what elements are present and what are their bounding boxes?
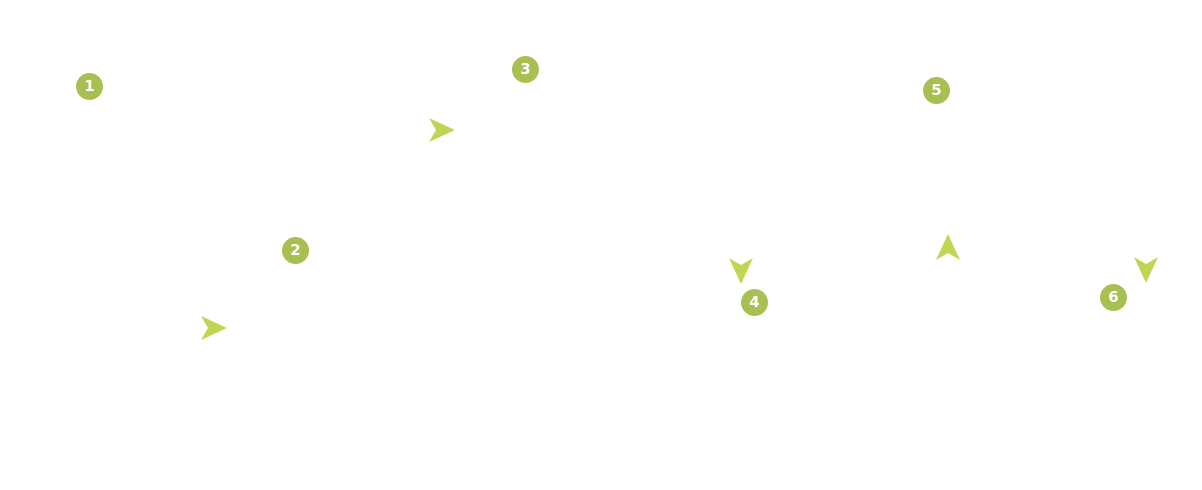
step-marker-6[interactable]: 6 — [1100, 284, 1127, 311]
step-number: 6 — [1108, 288, 1119, 306]
step-marker-5[interactable]: 5 — [923, 77, 950, 104]
arrow-right-icon — [200, 314, 228, 342]
arrow-down-icon — [727, 257, 755, 285]
step-number: 4 — [749, 293, 760, 311]
arrow-right-icon — [428, 116, 456, 144]
step-marker-1[interactable]: 1 — [76, 73, 103, 100]
arrow-up-icon — [934, 233, 962, 261]
step-number: 1 — [84, 77, 95, 95]
step-marker-4[interactable]: 4 — [741, 289, 768, 316]
step-marker-2[interactable]: 2 — [282, 237, 309, 264]
arrow-down-icon — [1132, 256, 1160, 284]
step-number: 3 — [520, 60, 531, 78]
step-marker-3[interactable]: 3 — [512, 56, 539, 83]
step-number: 5 — [931, 81, 942, 99]
step-number: 2 — [290, 241, 301, 259]
